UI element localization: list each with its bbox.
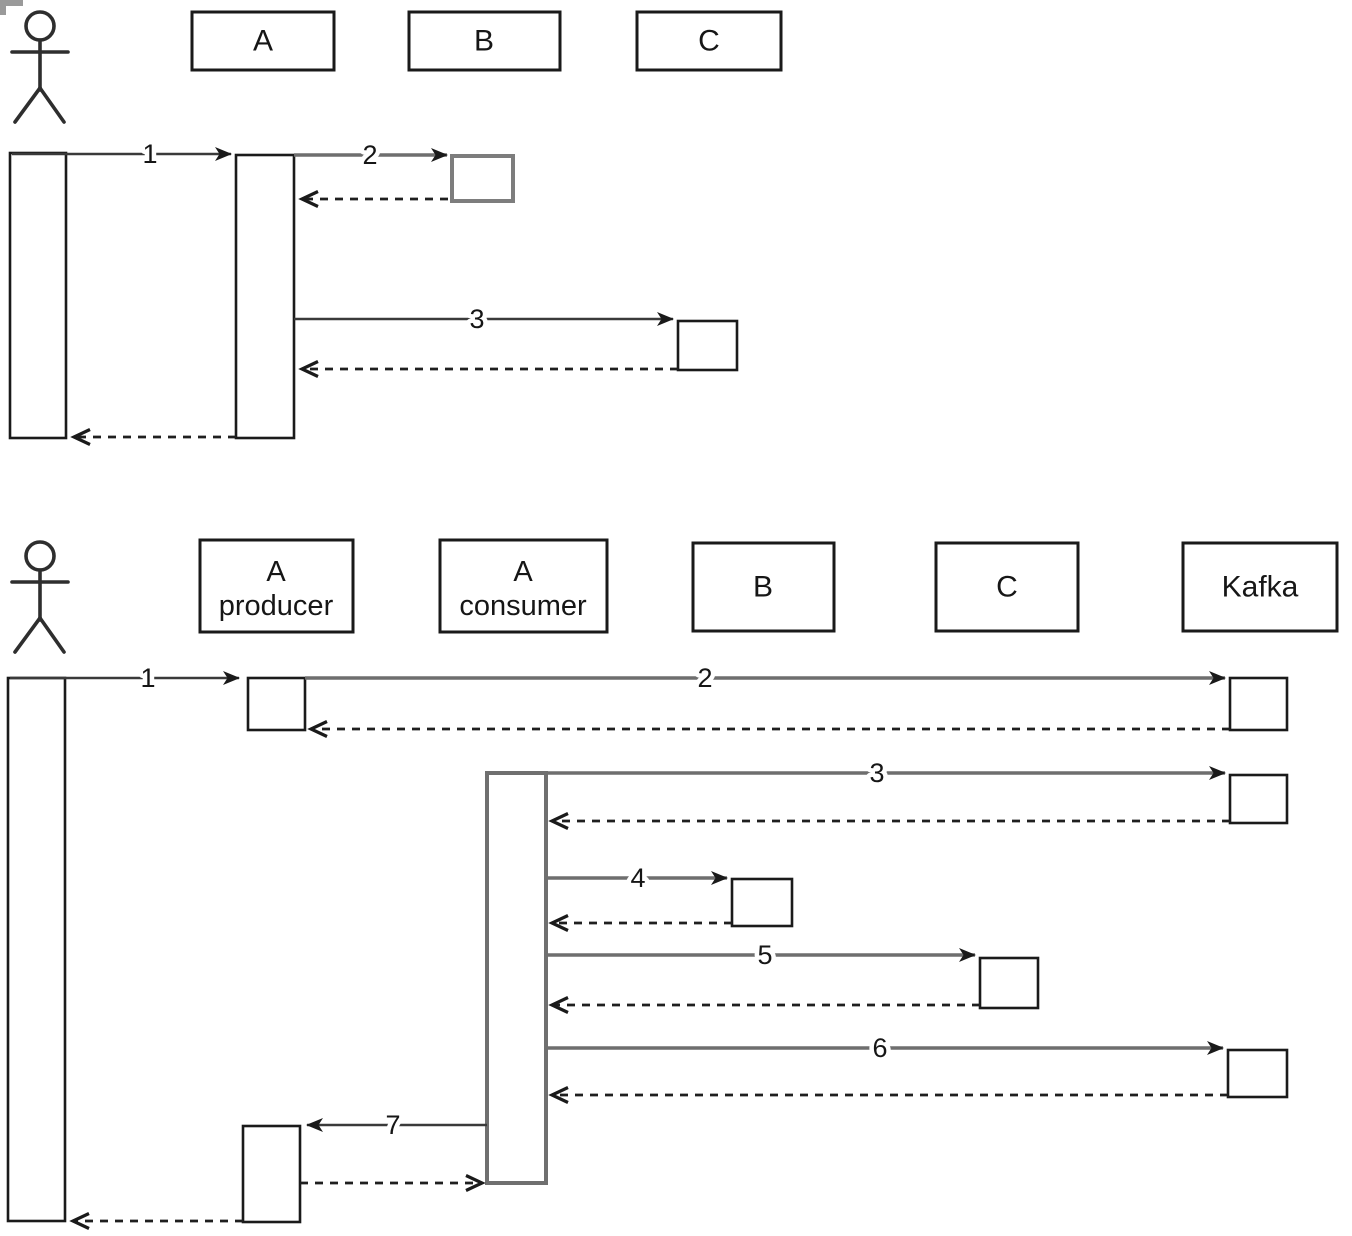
participant-c-label: C	[996, 571, 1018, 604]
participant-kafka-box	[1181, 541, 1339, 633]
actor-leg-left	[13, 616, 42, 654]
actor-leg-left	[13, 86, 42, 124]
message-4-label: 4	[630, 863, 645, 893]
actor-head	[24, 10, 56, 42]
participant-a-producer: A producer	[198, 538, 355, 634]
message-3: 3	[294, 300, 739, 378]
message-1-label: 1	[140, 663, 155, 693]
top-sequence-diagram: A B C 1 2 3	[8, 10, 783, 446]
participant-c: C	[635, 10, 783, 72]
kafka-activation-box-2	[1228, 773, 1289, 825]
actor-icon	[10, 10, 70, 124]
c-activation-box	[676, 319, 739, 372]
participant-a-consumer: A consumer	[438, 538, 609, 634]
a-activation-bar	[234, 153, 296, 440]
a-producer-activation-box-2	[241, 1124, 302, 1224]
participant-a: A	[190, 10, 336, 72]
participant-b-box	[407, 10, 562, 72]
actor-activation-bar	[6, 676, 67, 1223]
participant-c-bottom: C	[934, 541, 1080, 633]
participant-a-consumer-box	[438, 538, 609, 634]
message-4: 4	[546, 859, 794, 932]
message-6-label: 6	[872, 1033, 887, 1063]
message-3-label: 3	[469, 304, 484, 334]
participant-a-consumer-label-line2: consumer	[459, 590, 587, 622]
b-activation-box	[450, 154, 515, 203]
participant-a-box	[190, 10, 336, 72]
message-2: 2	[294, 136, 515, 208]
participant-a-producer-label-line1: A	[266, 556, 286, 588]
actor-leg-right	[38, 86, 66, 124]
kafka-activation-box-3	[1226, 1048, 1289, 1099]
message-5-label: 5	[757, 940, 772, 970]
message-2: 2	[305, 659, 1289, 738]
message-3: 3	[546, 754, 1289, 830]
corner-artifact-vertical	[0, 0, 6, 15]
participant-a-label: A	[253, 25, 273, 58]
participant-b-box	[691, 541, 836, 633]
message-3-label: 3	[869, 758, 884, 788]
message-2-label: 2	[362, 140, 377, 170]
participant-a-producer-label-line2: producer	[219, 590, 334, 622]
window-corner-artifact	[0, 0, 23, 15]
message-2-label: 2	[697, 663, 712, 693]
participant-b-bottom: B	[691, 541, 836, 633]
b-activation-box	[730, 877, 794, 928]
a-consumer-activation-bar	[485, 771, 548, 1185]
bottom-sequence-diagram: A producer A consumer B C Kafka 1 2	[6, 538, 1339, 1230]
a-producer-activation-box-1	[246, 676, 307, 732]
message-7-label: 7	[385, 1110, 400, 1140]
participant-c-box	[934, 541, 1080, 633]
message-1-label: 1	[142, 139, 157, 169]
actor-activation-bar	[8, 151, 68, 440]
participant-a-producer-box	[198, 538, 355, 634]
participant-kafka: Kafka	[1181, 541, 1339, 633]
message-7: 7	[241, 1106, 487, 1224]
message-6: 6	[546, 1029, 1289, 1104]
corner-artifact-horizontal	[0, 0, 23, 6]
c-activation-box	[978, 956, 1040, 1010]
actor-icon-bottom	[10, 540, 70, 654]
kafka-activation-box-1	[1228, 676, 1289, 732]
participant-b-label: B	[753, 571, 773, 604]
participant-c-label: C	[698, 25, 720, 58]
message-5: 5	[546, 936, 1040, 1014]
participant-b: B	[407, 10, 562, 72]
participant-c-box	[635, 10, 783, 72]
actor-leg-right	[38, 616, 66, 654]
participant-kafka-label: Kafka	[1222, 571, 1299, 604]
participant-a-consumer-label-line1: A	[513, 556, 533, 588]
actor-head	[24, 540, 56, 572]
participant-b-label: B	[474, 25, 494, 58]
